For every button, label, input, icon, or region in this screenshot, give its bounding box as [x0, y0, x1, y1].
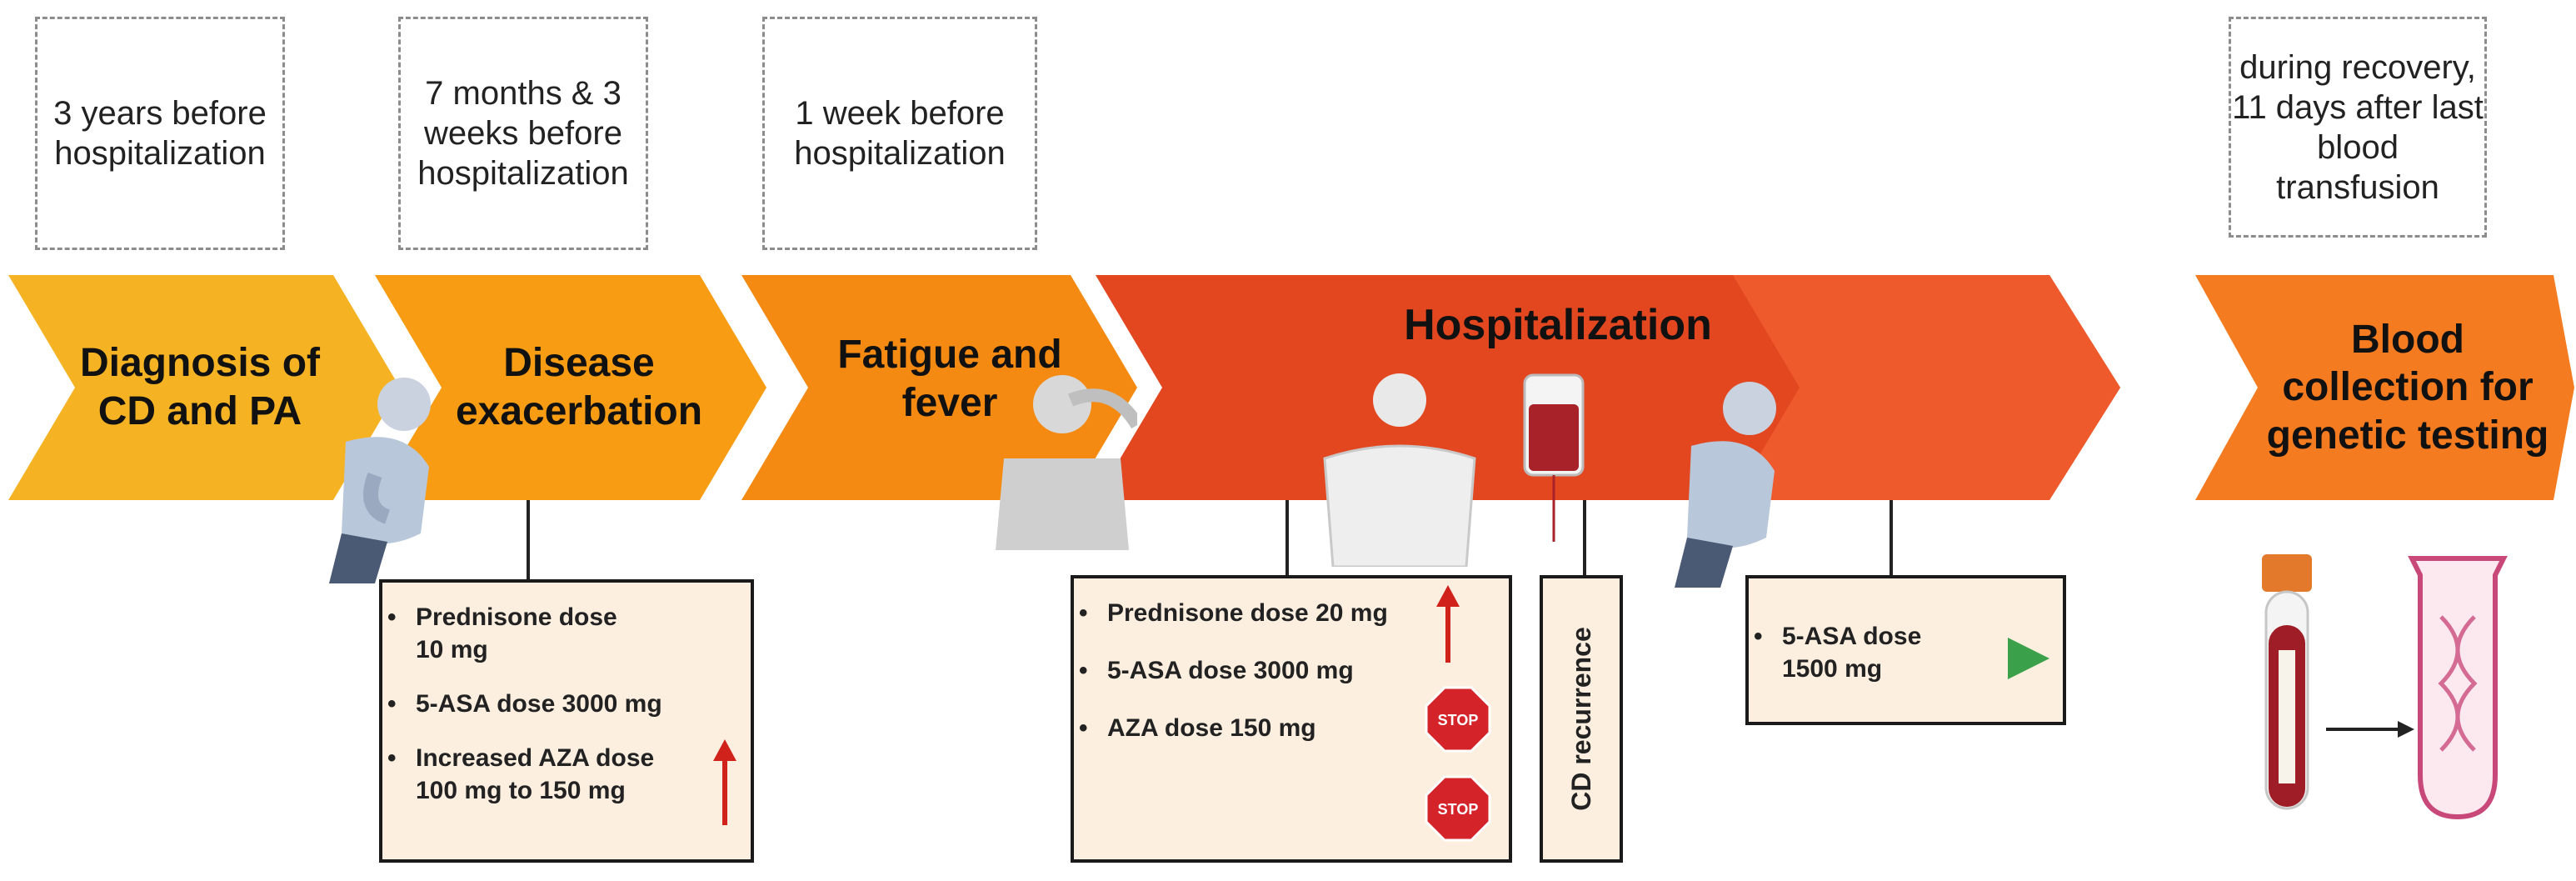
medication-item: Prednisone dose 20 mg: [1079, 597, 1390, 629]
cd-recurrence-label: CD recurrence: [1565, 627, 1596, 811]
arrow-right-icon: [2326, 721, 2414, 738]
timepoint-text: 1 week before hospitalization: [794, 95, 1006, 172]
chevron-blood-collection: [2195, 275, 2574, 500]
connector-line: [1890, 500, 1893, 575]
medication-item: 5-ASA dose 1500 mg: [1754, 620, 1940, 685]
blood-tube-icon: [2262, 554, 2312, 810]
patient-recurrence-icon: [1675, 382, 1776, 588]
cd-recurrence-box: CD recurrence: [1540, 575, 1623, 863]
medication-item: 5-ASA dose 3000 mg: [387, 688, 716, 720]
timepoint-box-4: during recovery, 11 days after last bloo…: [2229, 17, 2487, 238]
patient-abdominal-pain-icon: [329, 378, 431, 583]
timepoint-text: 7 months & 3 weeks before hospitalizatio…: [417, 75, 629, 192]
connector-line: [527, 500, 530, 579]
blood-bag-icon: [1523, 373, 1585, 542]
timepoint-box-2: 7 months & 3 weeks before hospitalizatio…: [398, 17, 648, 250]
medication-item: AZA dose 150 mg: [1079, 712, 1424, 744]
increase-arrow-icon: [1436, 585, 1460, 663]
stage-label-exacerbation: Disease exacerbation: [455, 341, 703, 433]
chevron-exacerbation: [375, 275, 766, 500]
stop-sign-text: STOP: [1438, 712, 1479, 728]
stage-label-hospitalization: Hospitalization: [1404, 300, 1712, 349]
connector-line: [1286, 500, 1289, 579]
medication-item: Prednisone dose 10 mg: [387, 601, 649, 666]
stage-label-blood-collection: Blood collection for genetic testing: [2266, 317, 2549, 458]
stage-label-diagnosis: Diagnosis of CD and PA: [79, 341, 321, 433]
chevron-hospitalization-shade: [1733, 275, 2120, 500]
dna-tube-icon: [2408, 556, 2508, 820]
patient-transfusion-icon: [1323, 373, 1476, 567]
chevron-diagnosis: [8, 275, 400, 500]
connector-line: [1583, 500, 1586, 575]
stop-sign-text: STOP: [1438, 801, 1479, 818]
timepoint-text: during recovery, 11 days after last bloo…: [2232, 48, 2484, 206]
medication-item: 5-ASA dose 3000 mg: [1079, 654, 1440, 687]
patient-headache-icon: [996, 375, 1137, 550]
medication-item: Increased AZA dose 100 mg to 150 mg: [387, 742, 691, 807]
timepoint-box-1: 3 years before hospitalization: [35, 17, 285, 250]
increase-arrow-icon: [713, 739, 736, 825]
chevron-fatigue: [741, 275, 1137, 500]
timepoint-box-3: 1 week before hospitalization: [762, 17, 1037, 250]
timepoint-text: 3 years before hospitalization: [53, 95, 267, 172]
continue-play-icon: [2008, 638, 2049, 679]
stop-sign-icon: STOP: [1425, 686, 1491, 753]
stage-label-fatigue: Fatigue and fever: [837, 333, 1062, 425]
stop-sign-icon: STOP: [1425, 775, 1491, 842]
medication-box-exacerbation: Prednisone dose 10 mg 5-ASA dose 3000 mg…: [379, 579, 754, 863]
